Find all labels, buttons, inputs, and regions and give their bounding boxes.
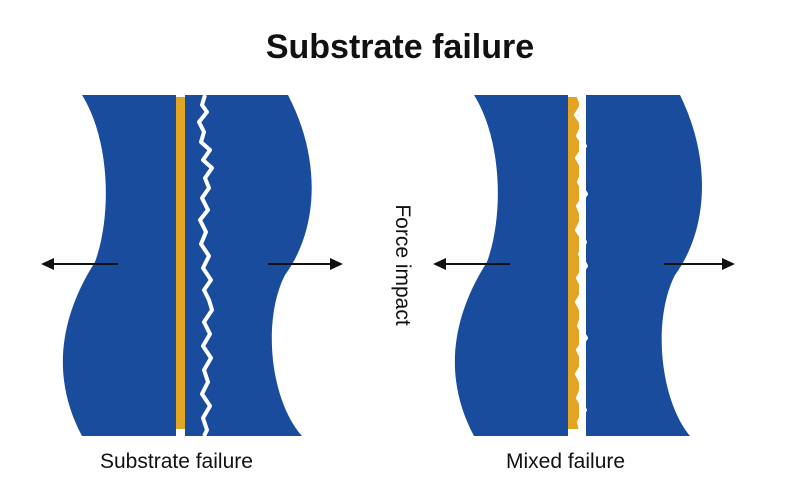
right-substrate bbox=[185, 95, 312, 436]
force-impact-label: Force impact bbox=[391, 204, 414, 326]
panel-substrate-failure bbox=[41, 94, 343, 437]
caption-substrate-failure: Substrate failure bbox=[100, 450, 253, 473]
right-substrate bbox=[586, 95, 702, 436]
arrow-left-icon bbox=[41, 258, 118, 270]
page-title: Substrate failure bbox=[265, 28, 535, 66]
mixed-crack bbox=[574, 94, 588, 437]
arrow-right-icon bbox=[268, 258, 343, 270]
left-substrate bbox=[62, 95, 176, 436]
caption-mixed-failure: Mixed failure bbox=[506, 450, 626, 473]
adhesive-layer bbox=[176, 97, 185, 429]
left-substrate bbox=[454, 95, 568, 436]
arrow-right-icon bbox=[664, 258, 735, 270]
panel-mixed-failure bbox=[433, 94, 735, 437]
substrate-crack bbox=[197, 94, 214, 437]
arrow-left-icon bbox=[433, 258, 510, 270]
adhesive-layer bbox=[568, 97, 579, 429]
